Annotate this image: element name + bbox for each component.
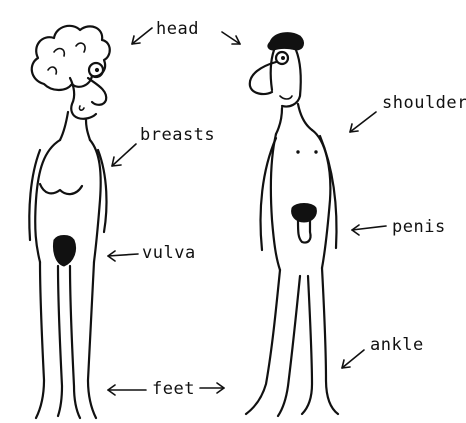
male-pubic-hair [292,204,317,223]
female-pubic-hair [53,236,75,267]
label-ankle: ankle [370,335,424,355]
label-penis: penis [392,217,446,237]
female-figure [29,26,109,418]
label-feet: feet [152,379,195,399]
breasts-arrow [112,144,136,166]
male-hair [268,33,304,50]
label-shoulder: shoulder [382,93,466,113]
female-face [70,78,96,119]
vulva-arrow [108,254,138,256]
label-head: head [156,19,199,39]
shoulder-arrow [350,112,376,132]
head-arrow-left [132,28,152,44]
male-penis [298,220,311,243]
ankle-arrow [342,350,364,368]
male-figure [246,33,338,416]
label-arrows [108,28,386,395]
label-breasts: breasts [140,125,215,145]
label-vulva: vulva [142,243,196,263]
